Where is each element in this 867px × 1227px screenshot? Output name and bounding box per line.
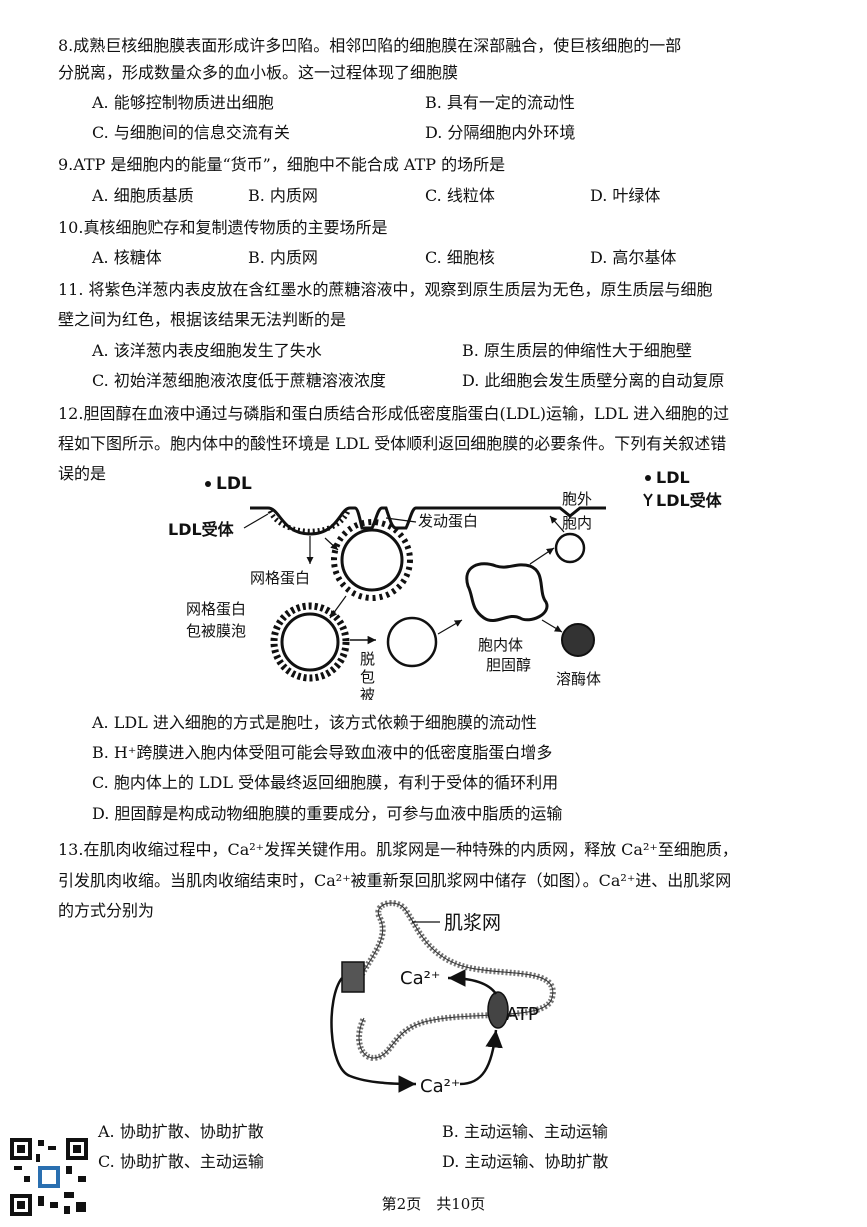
q13-option-c: C. 协助扩散、主动运输 xyxy=(98,1152,264,1171)
fig-outside-label: 胞外 xyxy=(562,490,592,508)
arrow-cytosol-to-pump xyxy=(459,1029,503,1086)
q13-stem-line1: 13.在肌肉收缩过程中，Ca²⁺发挥关键作用。肌浆网是一种特殊的内质网，释放 C… xyxy=(58,840,738,859)
legend-receptor-label: LDL受体 xyxy=(656,491,723,510)
uncoated-vesicle xyxy=(386,616,438,668)
fig-cholesterol-label: 胆固醇 xyxy=(486,656,531,674)
q9-option-a: A. 细胞质基质 xyxy=(92,186,194,205)
q13-option-b: B. 主动运输、主动运输 xyxy=(442,1122,608,1141)
fig-lysosome-label: 溶酶体 xyxy=(556,670,601,688)
q11-option-c: C. 初始洋葱细胞液浓度低于蔗糖溶液浓度 xyxy=(92,371,386,390)
legend-ldl-icon xyxy=(645,475,651,481)
q8-option-d: D. 分隔细胞内外环境 xyxy=(425,123,576,142)
q12-option-a: A. LDL 进入细胞的方式是胞吐，该方式依赖于细胞膜的流动性 xyxy=(92,713,537,732)
q9-option-b: B. 内质网 xyxy=(248,186,318,205)
arrow-coat xyxy=(324,537,339,551)
q12-stem-line2: 程如下图所示。胞内体中的酸性环境是 LDL 受体顺利返回细胞膜的必要条件。下列有… xyxy=(58,434,727,453)
q10-option-d: D. 高尔基体 xyxy=(590,248,677,267)
q10-stem: 10.真核细胞贮存和复制遗传物质的主要场所是 xyxy=(58,218,388,237)
fig-uncoat-label3: 被 xyxy=(360,686,375,700)
fig-vesicle-label2: 包被膜泡 xyxy=(186,622,246,640)
endosome xyxy=(465,562,549,623)
arrow-channel-out xyxy=(330,977,417,1093)
dynamin-pointer-line xyxy=(385,517,417,523)
fig-clathrin-label: 网格蛋白 xyxy=(250,569,310,587)
fig-uncoat-label2: 包 xyxy=(360,668,375,686)
budding-vesicle xyxy=(340,528,404,592)
q12-stem-line3: 误的是 xyxy=(58,464,107,483)
q13-stem-line3: 的方式分别为 xyxy=(58,901,155,920)
q11-option-d: D. 此细胞会发生质壁分离的自动复原 xyxy=(462,371,725,390)
arrow-to-lysosome xyxy=(541,619,563,633)
coated-vesicle-coat xyxy=(270,602,350,682)
fig-sr-label: 肌浆网 xyxy=(444,912,501,934)
fig-uncoat-label1: 脱 xyxy=(360,650,375,668)
fig-ca-in-label: Ca²⁺ xyxy=(400,968,440,989)
ldl-dot-icon xyxy=(205,481,211,487)
arrow-pump-into-sr xyxy=(447,969,498,995)
q10-option-a: A. 核糖体 xyxy=(92,248,162,267)
clathrin-coat-pit xyxy=(267,509,351,534)
legend-ldl-label: LDL xyxy=(656,468,690,487)
q11-stem-line2: 壁之间为红色，根据该结果无法判断的是 xyxy=(58,310,347,329)
arrow-to-endosome xyxy=(437,619,463,635)
ldl-endocytosis-figure: LDL LDL受体 胞外 胞内 发动蛋白 网格蛋白 网格蛋白 包被膜泡 脱 包 … xyxy=(168,468,723,700)
lysosome xyxy=(561,623,595,657)
fig-atp-label: ATP xyxy=(506,1004,539,1025)
plasma-membrane xyxy=(250,506,606,536)
legend-receptor-icon xyxy=(643,493,653,506)
q11-stem-line1: 11. 将紫色洋葱内表皮放在含红墨水的蔗糖溶液中，观察到原生质层为无色，原生质层… xyxy=(58,280,713,299)
arrow-to-return-vesicle xyxy=(529,547,555,565)
fig-dynamin-label: 发动蛋白 xyxy=(418,512,478,530)
return-vesicle xyxy=(554,532,586,564)
q12-option-c: C. 胞内体上的 LDL 受体最终返回细胞膜，有利于受体的循环利用 xyxy=(92,773,559,792)
page-footer: 第2页 共10页 xyxy=(381,1195,486,1213)
budding-vesicle-coat xyxy=(331,519,413,601)
receptor-pointer-line xyxy=(243,513,269,529)
q8-stem-line2: 分脱离，形成数量众多的血小板。这一过程体现了细胞膜 xyxy=(58,63,459,82)
q13-option-a: A. 协助扩散、协助扩散 xyxy=(98,1122,264,1141)
q10-option-c: C. 细胞核 xyxy=(425,248,495,267)
qr-code-icon xyxy=(8,1136,90,1218)
q8-option-c: C. 与细胞间的信息交流有关 xyxy=(92,123,290,142)
fig-inside-label: 胞内 xyxy=(562,514,592,532)
q8-option-a: A. 能够控制物质进出细胞 xyxy=(92,93,274,112)
sarcoplasmic-reticulum-figure: 肌浆网 Ca²⁺ ATP Ca²⁺ xyxy=(330,900,556,1097)
q8-option-b: B. 具有一定的流动性 xyxy=(425,93,575,112)
arrow-to-membrane xyxy=(549,515,565,533)
q9-option-c: C. 线粒体 xyxy=(425,186,495,205)
q11-option-a: A. 该洋葱内表皮细胞发生了失水 xyxy=(92,341,322,360)
q11-option-b: B. 原生质层的伸缩性大于细胞壁 xyxy=(462,341,692,360)
fig-ldl-receptor-label: LDL受体 xyxy=(168,520,235,539)
calcium-pump xyxy=(487,991,509,1029)
coated-vesicle xyxy=(280,612,340,672)
q12-option-d: D. 胆固醇是构成动物细胞膜的重要成分，可参与血液中脂质的运输 xyxy=(92,804,563,823)
fig-ldl-label: LDL xyxy=(216,474,252,494)
q9-stem: 9.ATP 是细胞内的能量“货币”，细胞中不能合成 ATP 的场所是 xyxy=(58,155,506,174)
q12-option-b: B. H⁺跨膜进入胞内体受阻可能会导致血液中的低密度脂蛋白增多 xyxy=(92,743,553,762)
sarcoplasmic-reticulum-edge xyxy=(358,902,554,1059)
fig-ca-out-label: Ca²⁺ xyxy=(420,1076,460,1097)
q13-option-d: D. 主动运输、协助扩散 xyxy=(442,1152,609,1171)
q9-option-d: D. 叶绿体 xyxy=(590,186,661,205)
q13-stem-line2: 引发肌肉收缩。当肌肉收缩结束时，Ca²⁺被重新泵回肌浆网中储存（如图）。Ca²⁺… xyxy=(58,871,732,890)
calcium-channel xyxy=(341,961,365,993)
fig-endosome-label: 胞内体 xyxy=(478,636,523,654)
fig-vesicle-label1: 网格蛋白 xyxy=(186,600,246,618)
q8-stem-line1: 8.成熟巨核细胞膜表面形成许多凹陷。相邻凹陷的细胞膜在深部融合，使巨核细胞的一部 xyxy=(58,36,682,55)
q12-stem-line1: 12.胆固醇在血液中通过与磷脂和蛋白质结合形成低密度脂蛋白(LDL)运输，LDL… xyxy=(58,404,730,423)
q10-option-b: B. 内质网 xyxy=(248,248,318,267)
